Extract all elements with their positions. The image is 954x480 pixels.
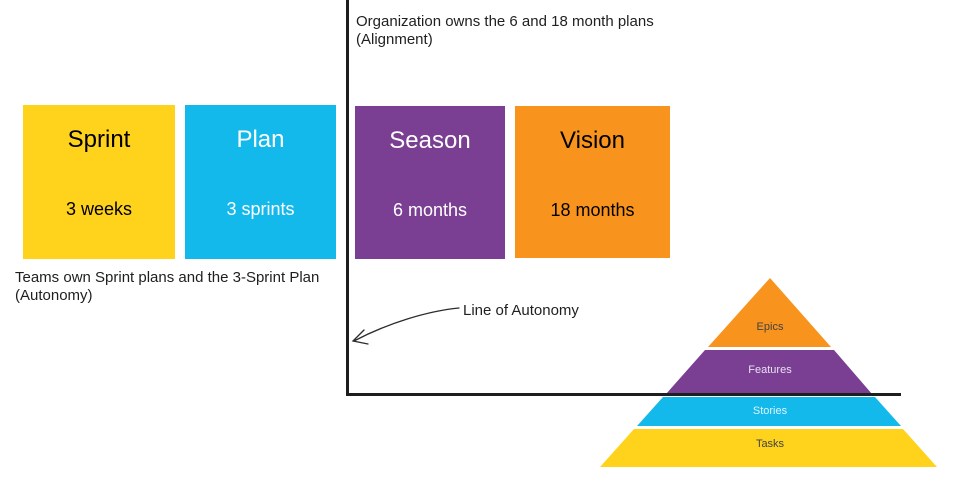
pyramid-label-epics: Epics [757,321,784,333]
autonomy-note-line2: (Autonomy) [15,287,93,304]
pyramid-layer-stories [637,397,901,426]
autonomy-note: Teams own Sprint plans and the 3-Sprint … [15,269,319,305]
alignment-note-line1: Organization owns the 6 and 18 month pla… [356,13,654,30]
alignment-note: Organization owns the 6 and 18 month pla… [356,13,654,49]
season-box-subtitle: 6 months [392,200,468,220]
vision-box-subtitle: 18 months [550,200,635,220]
line-of-autonomy-horizontal [346,393,901,396]
plan-box: Plan 3 sprints [185,105,336,259]
line-of-autonomy-vertical [346,0,349,396]
autonomy-note-line1: Teams own Sprint plans and the 3-Sprint … [15,269,320,286]
season-box: Season 6 months [355,106,505,259]
season-box-title: Season [389,127,471,154]
sprint-box-subtitle: 3 weeks [65,199,133,219]
pyramid-layer-features [666,350,872,394]
autonomy-arrow-line [351,307,460,345]
line-of-autonomy-label: Line of Autonomy [463,302,579,319]
vision-box: Vision 18 months [515,106,670,258]
pyramid-layer-tasks [600,429,937,467]
alignment-note-line2: (Alignment) [356,31,433,48]
pyramid-label-stories: Stories [753,405,788,417]
pyramid-label-tasks: Tasks [756,438,785,450]
sprint-box-title: Sprint [67,126,131,153]
vision-box-title: Vision [560,127,625,154]
sprint-box: Sprint 3 weeks [23,105,175,259]
pyramid-layer-epics [708,278,831,347]
pyramid-label-features: Features [748,364,792,376]
plan-box-title: Plan [236,126,285,153]
plan-box-subtitle: 3 sprints [226,199,295,219]
